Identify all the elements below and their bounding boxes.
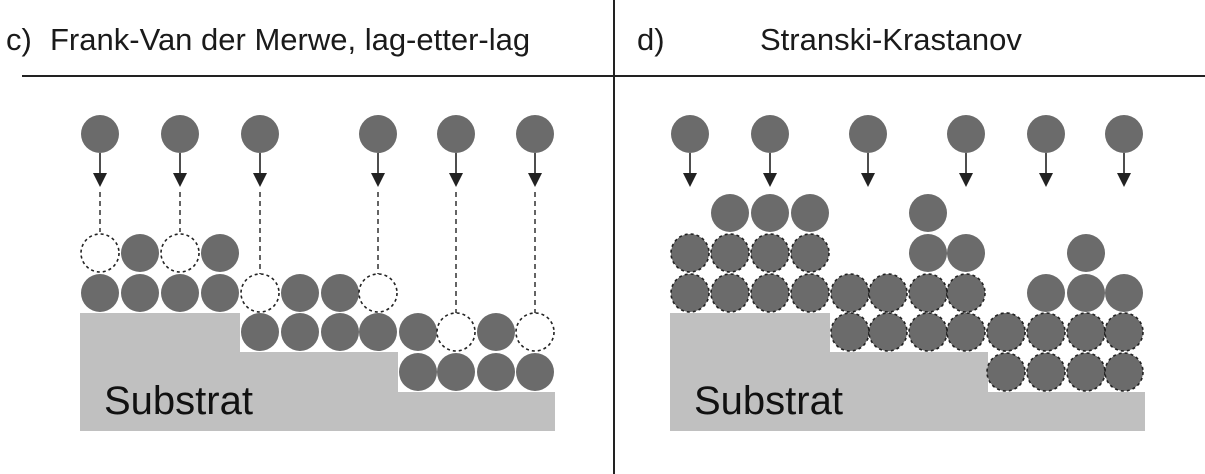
atom [201,274,239,312]
down-arrow-icon [763,153,777,187]
down-arrow-icon [449,153,463,187]
falling-atom-icon [849,115,887,153]
atom [281,313,319,351]
falling-atom-icon [161,115,199,153]
vacancy-site [358,273,398,313]
atom [321,274,359,312]
down-arrow-icon [1117,153,1131,187]
island-atom [1067,234,1105,272]
falling-atom-icon [751,115,789,153]
island-atom [909,234,947,272]
panel-divider [613,0,615,474]
wetting-atom [946,312,986,352]
atom [399,313,437,351]
wetting-atom [830,312,870,352]
wetting-atom [986,352,1026,392]
panel-d-substrate-label: Substrat [694,379,843,423]
wetting-atom [830,273,870,313]
atom [241,313,279,351]
wetting-atom [1026,312,1066,352]
down-arrow-icon [253,153,267,187]
vacancy-site [515,312,555,352]
atom [437,353,475,391]
atom [477,313,515,351]
down-arrow-icon [93,153,107,187]
wetting-atom [868,312,908,352]
falling-atom-icon [671,115,709,153]
island-atom [947,234,985,272]
wetting-atom [1026,352,1066,392]
wetting-atom [868,273,908,313]
down-arrow-icon [1039,153,1053,187]
wetting-atom [710,273,750,313]
wetting-atom [1066,352,1106,392]
falling-atom-icon [1027,115,1065,153]
down-arrow-icon [959,153,973,187]
down-arrow-icon [683,153,697,187]
wetting-atom [1104,312,1144,352]
island-atom [909,194,947,232]
panel-c-substrate [80,313,555,431]
atom [321,313,359,351]
vacancy-site [80,233,120,273]
atom [516,353,554,391]
atom [477,353,515,391]
down-arrow-icon [528,153,542,187]
wetting-atom [670,273,710,313]
panel-d-letter: d) [637,22,665,57]
down-arrow-icon [371,153,385,187]
atom [121,274,159,312]
atom [121,234,159,272]
falling-atom-icon [437,115,475,153]
atom [281,274,319,312]
down-arrow-icon [861,153,875,187]
vacancy-site [436,312,476,352]
atoms-layer [80,115,1144,392]
wetting-atom [710,233,750,273]
wetting-atom [1066,312,1106,352]
panel-c-substrate-label: Substrat [104,379,253,423]
island-atom [1067,274,1105,312]
atom [161,274,199,312]
falling-atom-icon [359,115,397,153]
wetting-atom [670,233,710,273]
wetting-atom [790,273,830,313]
wetting-atom [986,312,1026,352]
panel-d-title: Stranski-Krastanov [760,22,1022,57]
wetting-atom [908,273,948,313]
panel-d-substrate [670,313,1145,431]
panel-c-title: Frank-Van der Merwe, lag-etter-lag [50,22,531,57]
falling-atom-icon [947,115,985,153]
island-atom [791,194,829,232]
wetting-atom [750,233,790,273]
atom [399,353,437,391]
falling-atom-icon [81,115,119,153]
island-atom [1027,274,1065,312]
wetting-atom [946,273,986,313]
wetting-atom [908,312,948,352]
falling-atom-icon [1105,115,1143,153]
wetting-atom [790,233,830,273]
vacancy-site [240,273,280,313]
vacancy-site [160,233,200,273]
arrows-layer [93,153,1131,313]
atom [359,313,397,351]
falling-atom-icon [241,115,279,153]
panel-c-letter: c) [6,22,32,57]
falling-atom-icon [516,115,554,153]
atom [201,234,239,272]
wetting-atom [750,273,790,313]
island-atom [711,194,749,232]
island-atom [751,194,789,232]
down-arrow-icon [173,153,187,187]
atom [81,274,119,312]
wetting-atom [1104,352,1144,392]
island-atom [1105,274,1143,312]
